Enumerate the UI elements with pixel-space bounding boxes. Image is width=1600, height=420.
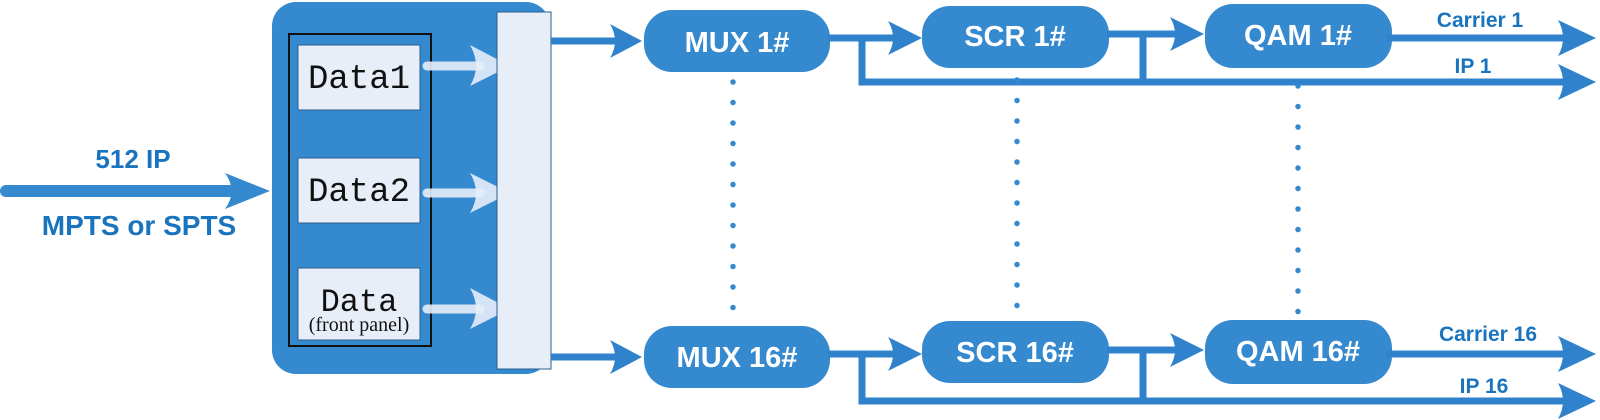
ch1-ip-label: IP 1 (1455, 55, 1492, 78)
scr-1-box (922, 6, 1109, 68)
channel-1: MUX 1# SCR 1# QAM 1# Carrier 1 IP 1 (551, 4, 1596, 100)
ch1-carrier-label: Carrier 1 (1437, 9, 1524, 32)
ch16-mux-arrowhead (610, 340, 642, 374)
source-data1-label: Data1 (308, 61, 410, 99)
source-arrow-2 (422, 173, 510, 213)
source-data2-box (297, 157, 421, 224)
source-arrow-3 (422, 288, 510, 329)
input-arrow (0, 173, 270, 209)
mux-16-block[interactable]: MUX 16# (644, 326, 830, 388)
ch16-carrier-label: Carrier 16 (1439, 323, 1537, 346)
source-data1[interactable]: Data1 (297, 44, 421, 111)
input-label-top: 512 IP (95, 144, 170, 174)
source-arrow-1 (422, 45, 510, 86)
mux-1-label: MUX 1# (685, 27, 790, 59)
mux-1-block[interactable]: MUX 1# (644, 10, 830, 72)
ch1-mux-arrowhead (610, 24, 642, 58)
continuation-dots (730, 77, 1301, 317)
mux-16-label: MUX 16# (677, 342, 798, 374)
source-bus-bar (496, 11, 552, 370)
ch16-qam-arrowhead (1170, 333, 1204, 367)
mux-1-box (644, 10, 830, 72)
source-front-panel-sublabel: (front panel) (309, 314, 410, 336)
qam-1-label: QAM 1# (1244, 20, 1352, 52)
qam-16-block[interactable]: QAM 16# (1205, 320, 1392, 384)
source-front-panel-box (297, 267, 421, 341)
scr-16-block[interactable]: SCR 16# (922, 321, 1109, 383)
ch1-ip-arrowhead (1558, 64, 1596, 100)
source-front-panel-label: Data (321, 284, 398, 321)
scr-1-block[interactable]: SCR 1# (922, 6, 1109, 68)
mux-16-box (644, 326, 830, 388)
ch16-carrier-arrowhead (1558, 336, 1596, 372)
qam-16-box (1205, 320, 1392, 384)
source-data2[interactable]: Data2 (297, 157, 421, 224)
qam-1-block[interactable]: QAM 1# (1205, 4, 1392, 68)
ch16-ip-label: IP 16 (1460, 375, 1509, 398)
source-arrows (422, 45, 510, 329)
ch16-scr-arrowhead (888, 337, 922, 371)
ch1-mux-bypass-line (858, 38, 1143, 86)
scr-16-label: SCR 16# (956, 337, 1074, 369)
ch1-carrier-arrowhead (1558, 20, 1596, 56)
input-arrow-head (225, 173, 270, 209)
qam-1-box (1205, 4, 1392, 68)
scr-16-box (922, 321, 1109, 383)
source-data1-box (297, 44, 421, 111)
channel-16: MUX 16# SCR 16# QAM 16# Carrier 16 IP 16 (551, 320, 1596, 419)
ch16-mux-bypass-line (858, 354, 1143, 405)
source-container: Data1 Data2 Data (front panel) (272, 2, 552, 374)
ch16-ip-arrowhead (1558, 383, 1596, 419)
source-front-panel[interactable]: Data (front panel) (297, 267, 421, 341)
input-label-bottom: MPTS or SPTS (42, 210, 236, 241)
source-data2-label: Data2 (308, 174, 410, 212)
ch1-scr-arrowhead (888, 21, 922, 55)
ch1-qam-arrowhead (1170, 17, 1204, 51)
scr-1-label: SCR 1# (964, 21, 1066, 53)
qam-16-label: QAM 16# (1236, 336, 1360, 368)
